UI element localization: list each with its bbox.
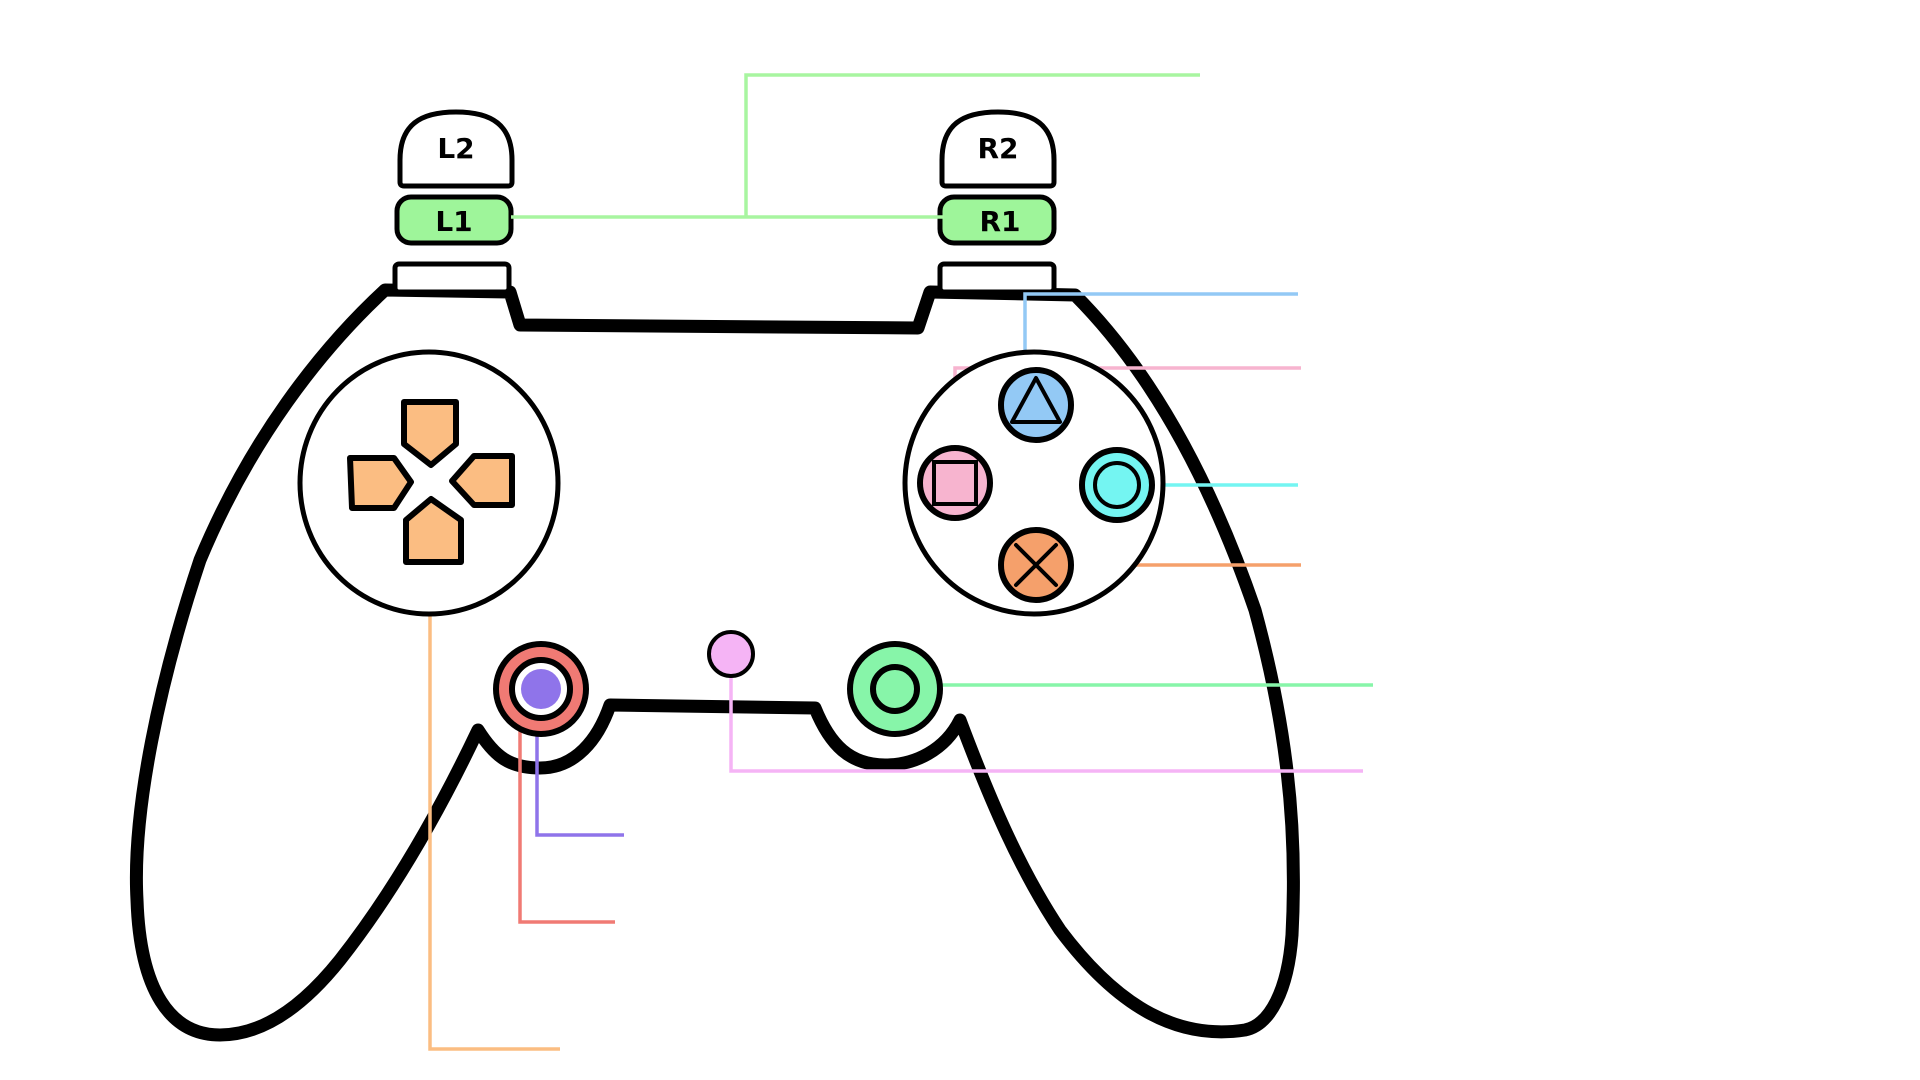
left-stick-inner-leader-line (535, 700, 624, 837)
l1-button[interactable] (394, 194, 514, 246)
l2-button[interactable] (397, 109, 515, 189)
center-button-leader-line (729, 665, 1363, 773)
dpad-down[interactable] (403, 496, 464, 565)
circle-button[interactable] (1079, 447, 1155, 523)
square-icon (932, 460, 978, 506)
dpad-left[interactable] (347, 455, 414, 511)
right-shoulder-base (937, 261, 1057, 295)
square-button[interactable] (917, 445, 993, 521)
face-buttons-well (902, 349, 1166, 617)
right-stick-inner[interactable] (870, 664, 920, 714)
left-shoulder-base (392, 261, 512, 295)
left-stick-inner[interactable] (521, 669, 561, 709)
dpad-well (297, 349, 561, 617)
cross-icon (1014, 543, 1058, 587)
r1-label: R1 (979, 205, 1020, 238)
circle-icon (1093, 461, 1141, 509)
r2-label: R2 (977, 132, 1018, 165)
left-stick-outer-leader-line (518, 720, 615, 924)
triangle-icon (1010, 376, 1062, 424)
dpad-up[interactable] (401, 399, 459, 468)
r1-button[interactable] (937, 194, 1057, 246)
r2-button[interactable] (939, 109, 1057, 189)
dpad (347, 399, 515, 565)
shoulder-leader-line (511, 73, 1200, 219)
l1-label: L1 (435, 205, 472, 238)
dpad-leader-line (428, 560, 560, 1051)
center-button[interactable] (707, 630, 755, 678)
dpad-right[interactable] (449, 453, 515, 508)
l2-label: L2 (437, 132, 474, 165)
